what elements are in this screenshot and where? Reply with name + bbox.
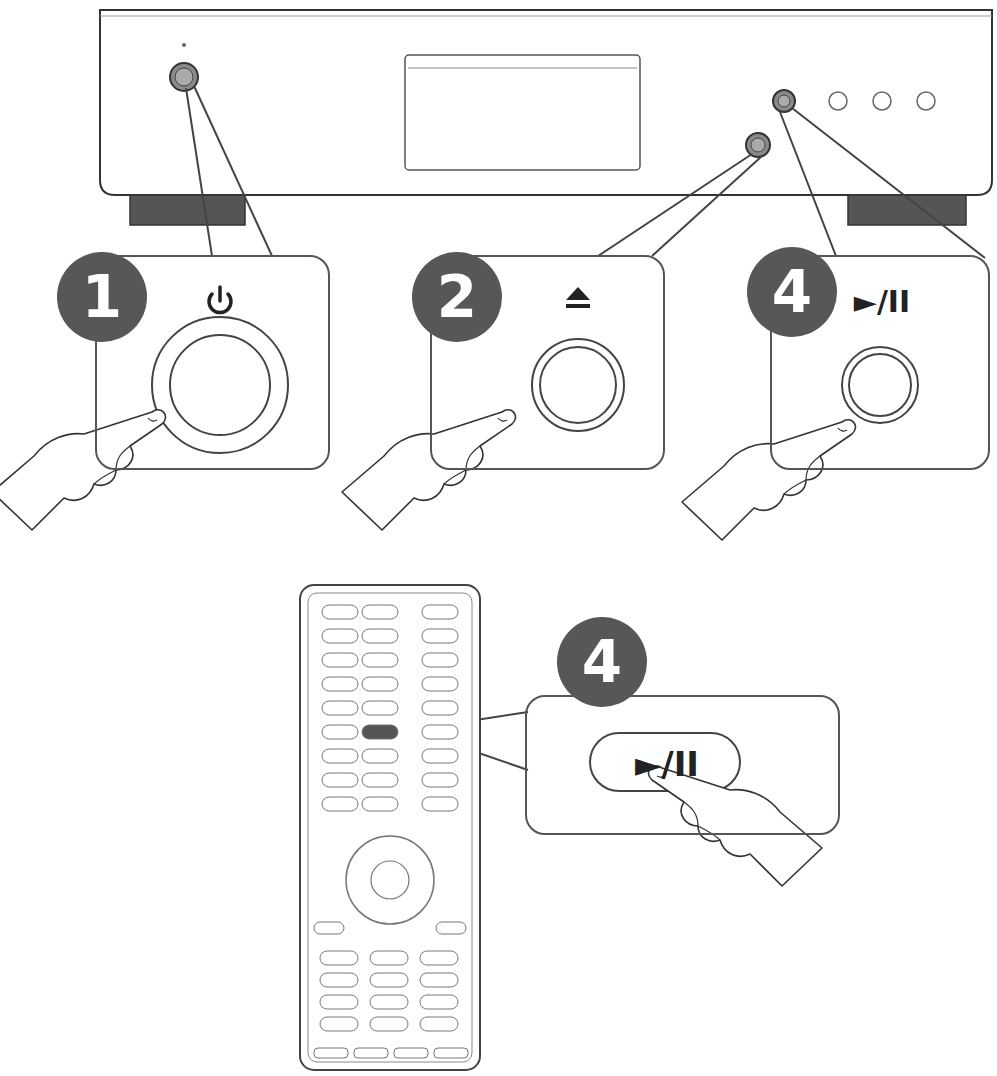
hand-illustrations [0,410,856,886]
callout-number-badge: 4 [747,247,837,337]
remote-part [320,1017,358,1031]
remote-button [422,605,458,619]
player-foot [130,195,245,225]
remote-button [322,653,358,667]
play-pause-symbol: ►/II [854,287,910,317]
pointing-hand [648,766,822,886]
remote-button [322,773,358,787]
eject-symbol [566,287,590,308]
remote-button [322,725,358,739]
remote-part [370,951,408,965]
hand-outline [682,420,856,540]
power-button-face [175,68,193,86]
play-button-large [842,347,918,423]
front-button [829,92,847,110]
remote-part [420,1017,458,1031]
remote-button [362,773,398,787]
remote-inner-edge [308,593,472,1062]
remote-button [362,749,398,763]
hand-crease [784,428,847,494]
remote-button [322,749,358,763]
remote-part [370,1017,408,1031]
remote-button [422,629,458,643]
remote-part [420,973,458,987]
remote-part [420,995,458,1009]
hand-outline [648,766,822,886]
hand-crease [657,774,720,840]
remote-part [436,922,466,934]
remote-button [422,725,458,739]
callout-pointer [186,86,985,258]
front-button [917,92,935,110]
remote-button [422,797,458,811]
callout-number-badge: 1 [57,252,147,342]
power-button-large [152,317,288,453]
remote-part [370,973,408,987]
power-led [182,43,186,47]
remote-body [300,585,480,1070]
remote-part [314,1048,348,1058]
remote-control [300,585,480,1070]
callout-panel: 4 ►/II [770,255,990,470]
player-body [100,10,992,195]
remote-button [322,629,358,643]
remote-part [420,951,458,965]
remote-button [362,797,398,811]
remote-part [434,1048,468,1058]
callout-panel: 1 [95,255,330,470]
display-window [405,55,640,170]
eject-button-face [751,138,765,152]
remote-button [422,701,458,715]
remote-part [320,973,358,987]
body-edge [100,16,992,17]
eject-button-large [532,339,624,431]
hand-crease [444,418,507,484]
remote-button [322,677,358,691]
play-pause-symbol: ►/II [635,747,699,781]
remote-part [394,1048,428,1058]
remote-button [422,677,458,691]
eject-button [746,133,770,157]
remote-button [422,773,458,787]
callout-number: 4 [772,263,812,321]
disc-slot [408,68,637,69]
remote-part [314,922,344,934]
front-button [873,92,891,110]
power-button-large-face [170,335,270,435]
play-button-face [778,95,790,107]
remote-button [362,629,398,643]
remote-button [322,605,358,619]
remote-button [362,605,398,619]
remote-play-button [362,725,398,739]
callout-number: 1 [82,268,122,326]
eject-button-large-face [540,347,616,423]
remote-button [362,701,398,715]
remote-part [354,1048,388,1058]
play-button-large-face [849,354,911,416]
remote-part [370,995,408,1009]
callout-panel: 2 [430,255,665,470]
remote-nav-ring [346,836,434,924]
pointing-hand [682,420,856,540]
remote-button [422,653,458,667]
remote-button [322,701,358,715]
remote-button [362,677,398,691]
remote-part [320,995,358,1009]
player-foot [848,195,966,225]
callout-number: 2 [437,268,477,326]
remote-part [320,951,358,965]
power-symbol [209,287,231,313]
remote-button [362,653,398,667]
callout-number-badge: 4 [557,617,647,707]
remote-enter-button [371,861,409,899]
callout-number: 4 [582,633,622,691]
remote-button [322,797,358,811]
callout-number-badge: 2 [412,252,502,342]
remote-button [422,749,458,763]
hand-crease [94,418,157,484]
callout-panel: 4►/II [525,695,840,835]
